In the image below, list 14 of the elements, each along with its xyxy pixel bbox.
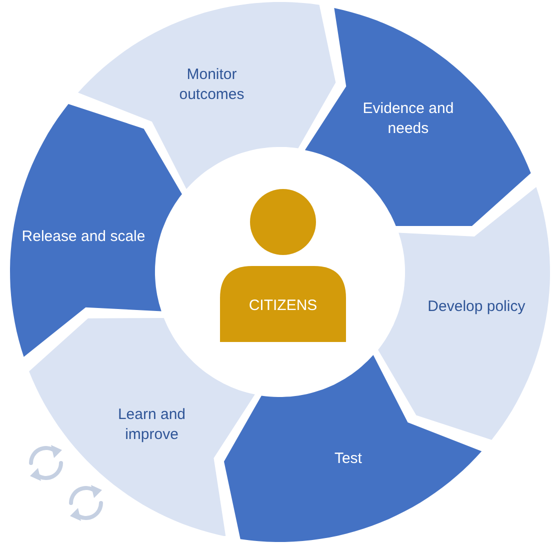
segment-label: Develop policy — [426, 296, 526, 317]
person-figure — [220, 188, 346, 342]
segment-label: Test — [333, 449, 363, 470]
segment-label: Release and scale — [20, 227, 146, 248]
cycle-segment — [224, 354, 482, 542]
cycle-segment — [305, 8, 532, 226]
node-label: CITIZENS — [248, 296, 318, 316]
cycle-segment — [28, 318, 255, 536]
cycle-segment — [10, 104, 182, 358]
segment-label: Evidence and needs — [362, 99, 455, 140]
cycle-segment — [378, 186, 550, 440]
segment-label: Learn and improve — [116, 404, 187, 445]
segment-label: Monitor outcomes — [178, 64, 246, 105]
cycle-segment — [78, 2, 336, 189]
